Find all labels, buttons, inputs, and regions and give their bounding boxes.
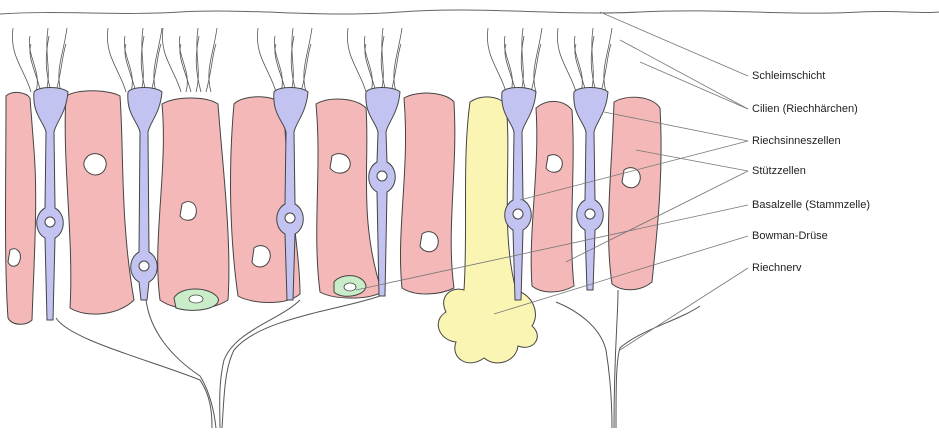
label-basal-cell: Basalzelle (Stammzelle) [752,199,870,211]
label-receptor-cells: Riechsinneszellen [752,135,841,147]
olfactory-nerve-fibres [56,290,700,428]
nucleus [252,246,270,267]
cilium [209,28,217,92]
cilium [531,44,541,92]
nerve-fibre [56,318,212,428]
supporting-cell [316,99,382,298]
leader-line-mucus [600,12,748,76]
nucleus [180,202,196,221]
cilium [487,28,506,92]
nucleus [285,213,295,223]
supporting-cell [65,91,134,314]
cilium [12,28,31,92]
nerve-fibre [616,306,700,428]
cilium [347,28,366,92]
nucleus [330,154,350,173]
cilium [56,44,66,92]
nucleus [84,154,106,175]
cilium [154,28,162,92]
nucleus [189,295,203,303]
nucleus [45,217,55,227]
supporting-cell [400,93,454,294]
supporting-cells [6,91,662,325]
nucleus [585,209,595,219]
mucus-layer-surface [0,10,939,14]
nucleus [622,168,640,188]
cilia-tufts [12,28,612,92]
cilium [534,28,542,92]
supporting-cell [531,101,574,292]
label-supporting-cells: Stützzellen [752,165,806,177]
cilium [107,28,126,92]
cilium [162,28,181,92]
cilium [301,44,311,92]
label-mucus-layer: Schleimschicht [752,70,825,82]
receptor-cell-body [574,88,608,291]
nucleus [513,209,523,219]
cilium [604,28,612,92]
nucleus [139,261,149,271]
nerve-fibre [222,296,380,428]
cilium [206,44,216,92]
cilium [557,28,576,92]
cilium [391,44,401,92]
nucleus [546,155,562,173]
cilium [257,28,276,92]
receptor-cell [128,88,162,301]
supporting-cell [6,92,36,324]
supporting-cell [609,97,662,290]
label-olfactory-nerve: Riechnerv [752,262,802,274]
nerve-fibre [556,302,612,428]
cilium [304,28,312,92]
receptor-cell [574,88,608,291]
nerve-fibre [220,300,300,428]
nucleus [8,249,20,267]
label-bowman-gland: Bowman-Drüse [752,230,828,242]
receptor-cell [34,88,68,321]
receptor-cell-body [34,88,68,321]
cilium [394,28,402,92]
cilium [59,28,67,92]
label-cilia: Cilien (Riechhärchen) [752,103,858,115]
cilium [601,44,611,92]
nucleus [420,232,438,252]
nucleus [377,171,387,181]
nucleus [344,283,356,291]
cilium [151,44,161,92]
